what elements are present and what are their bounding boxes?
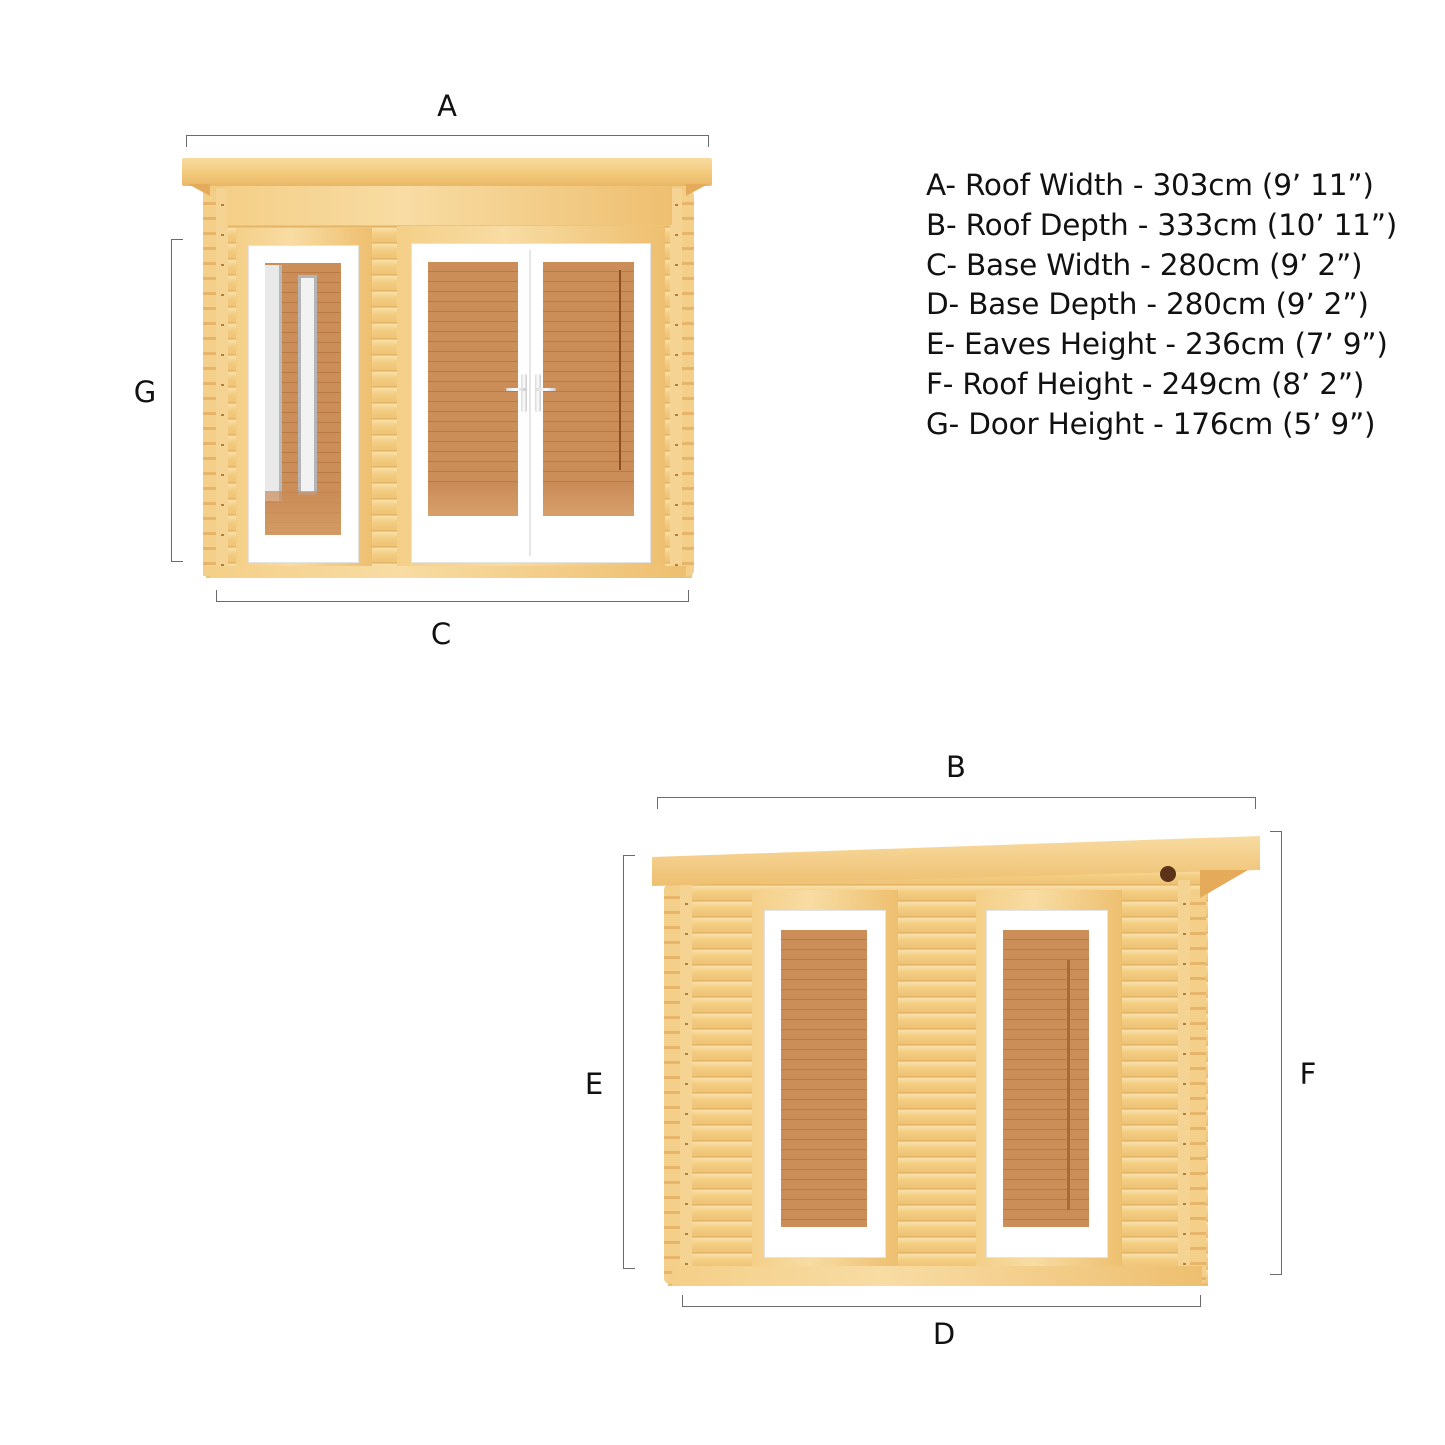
legend-item-base-depth: D- Base Depth - 280cm (9’ 2”) (926, 287, 1369, 322)
dimension-line-c (216, 590, 689, 602)
dimension-line-d (682, 1295, 1201, 1307)
legend-item-roof-width: A- Roof Width - 303cm (9’ 11”) (926, 168, 1374, 202)
interior-door-edge (619, 270, 621, 470)
dimension-label-g: G (133, 375, 157, 409)
left-corner-post (216, 188, 228, 578)
side-roof-bracket-right (1200, 870, 1248, 898)
door-handle-left-plate[interactable] (521, 374, 527, 412)
dimension-line-a (186, 135, 709, 147)
legend-item-roof-depth: B- Roof Depth - 333cm (10’ 11”) (926, 207, 1398, 242)
dimension-line-e (623, 855, 635, 1269)
front-fascia (226, 183, 672, 225)
dimension-label-e: E (584, 1067, 604, 1101)
dimension-label-f: F (1299, 1057, 1317, 1091)
door-handle-right-plate[interactable] (535, 374, 541, 412)
door-meeting-stile (529, 250, 531, 556)
legend-item-door-height: G- Door Height - 176cm (5’ 9”) (926, 406, 1376, 441)
side-window-1-glass (781, 930, 867, 1227)
vent-hole (1160, 866, 1176, 882)
front-roof-board (182, 158, 712, 186)
dimension-label-c: C (430, 617, 452, 651)
legend-item-base-width: C- Base Width - 280cm (9’ 2”) (926, 247, 1363, 282)
side-window-glass (265, 263, 341, 535)
legend-item-eaves-height: E- Eaves Height - 236cm (7’ 9”) (926, 327, 1388, 362)
door-left-glass (428, 262, 518, 516)
dimension-line-b (657, 797, 1256, 809)
side-wall (668, 870, 1208, 1286)
side-window-2-glass (1003, 930, 1089, 1227)
dimension-label-b: B (946, 750, 966, 784)
dimension-line-f (1270, 831, 1282, 1275)
side-right-post (1178, 880, 1190, 1284)
side-view-drawing: B E F D (560, 740, 1360, 1360)
side-right-corner-logs (1190, 890, 1206, 1284)
door-handle-right-lever[interactable] (536, 388, 556, 391)
dimension-label-a: A (437, 89, 457, 123)
front-base-rail (210, 566, 686, 578)
left-corner-logs (203, 190, 217, 576)
reflection-floor (265, 491, 341, 535)
right-corner-logs (680, 190, 694, 576)
interior-door-edge (1067, 960, 1070, 1210)
door-right-floor (543, 482, 634, 516)
side-base-rail (672, 1266, 1202, 1286)
legend-item-roof-height: F- Roof Height - 249cm (8’ 2”) (926, 366, 1365, 401)
dimension-label-d: D (932, 1317, 956, 1351)
reflection-door-frame (265, 265, 282, 501)
reflection-window-frame (298, 275, 317, 495)
right-corner-post (670, 188, 682, 578)
dimension-line-g (171, 239, 183, 562)
door-left-floor (428, 482, 518, 516)
dimensions-legend: A- Roof Width - 303cm (9’ 11”) B- Roof D… (926, 166, 1397, 445)
door-handle-left-lever[interactable] (506, 388, 526, 391)
side-left-post (680, 880, 692, 1284)
front-view-drawing: A G C (0, 0, 900, 660)
door-right-glass (543, 262, 634, 516)
